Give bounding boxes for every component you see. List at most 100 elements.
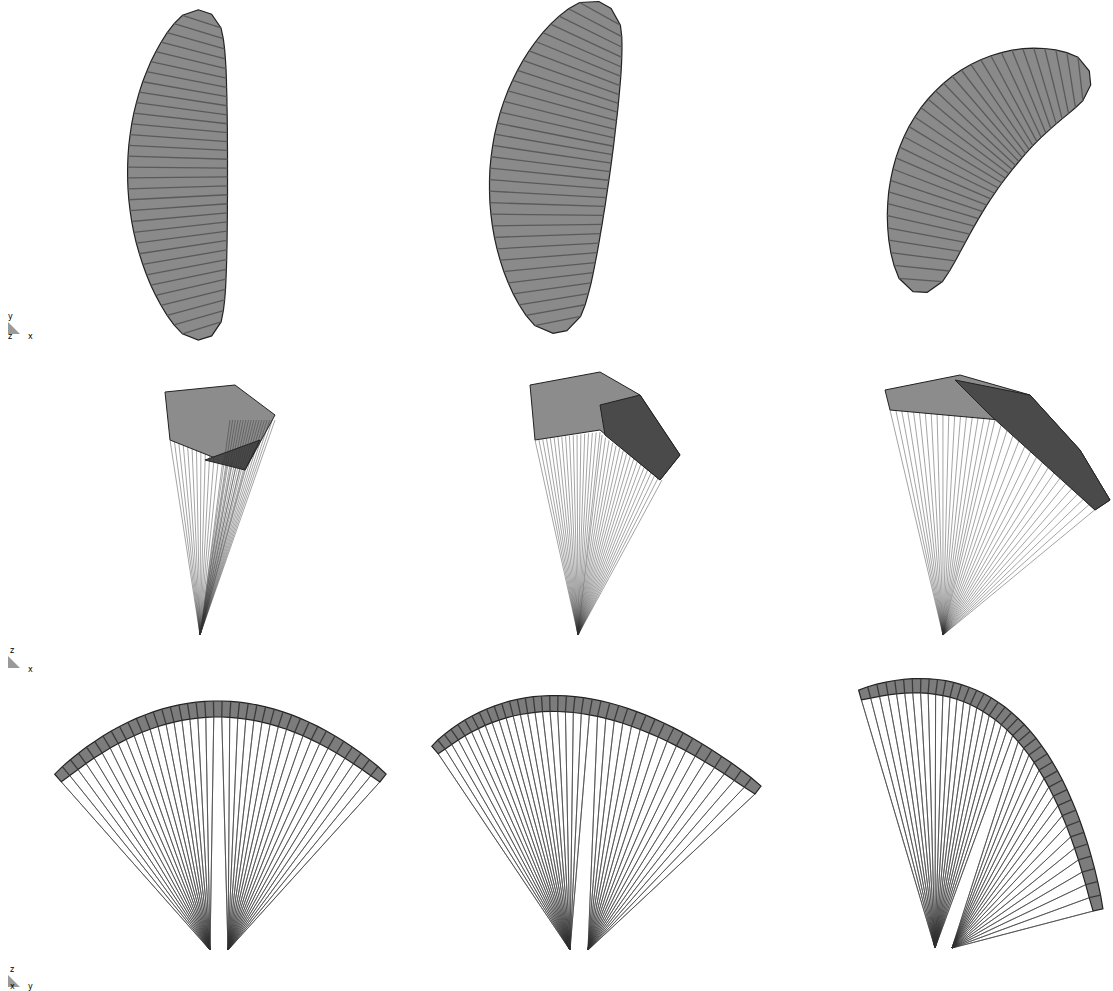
cell-rib — [598, 701, 601, 717]
suspension-line — [228, 729, 286, 950]
suspension-line — [452, 744, 570, 950]
cell-rib — [569, 9, 622, 37]
suspension-line — [943, 487, 1073, 635]
cell-rib — [128, 177, 228, 178]
suspension-line — [200, 420, 275, 635]
suspension-line — [445, 749, 570, 950]
cell-rib — [890, 180, 982, 211]
suspension-line — [569, 436, 578, 635]
suspension-line — [952, 787, 1049, 948]
suspension-line — [578, 438, 606, 635]
suspension-line — [200, 420, 264, 635]
suspension-line — [952, 748, 1024, 948]
cell-rib — [889, 240, 961, 251]
suspension-line — [554, 438, 578, 635]
cell-rib — [1024, 738, 1036, 748]
cell-rib — [103, 736, 110, 748]
suspension-line — [952, 748, 1024, 948]
suspension-line — [142, 732, 210, 950]
suspension-line — [578, 451, 623, 635]
suspension-line — [70, 776, 210, 950]
suspension-line — [588, 746, 676, 950]
cell-rib — [161, 289, 225, 305]
suspension-line — [228, 736, 303, 950]
cell-rib — [891, 253, 955, 261]
suspension-line — [902, 411, 943, 635]
suspension-line — [952, 755, 1029, 948]
suspension-line — [943, 503, 1091, 635]
suspension-line — [452, 744, 570, 950]
cell-rib — [494, 234, 600, 238]
cell-rib — [1089, 895, 1100, 898]
cell-rib — [513, 283, 591, 294]
cell-rib — [134, 222, 227, 232]
cell-rib — [345, 747, 352, 758]
suspension-line — [588, 737, 658, 950]
cell-rib — [145, 715, 150, 729]
suspension-line — [206, 717, 210, 950]
suspension-line — [134, 736, 210, 950]
suspension-line — [86, 764, 210, 950]
cell-rib — [438, 740, 445, 749]
cell-rib — [497, 123, 613, 146]
cell-rib — [111, 731, 118, 744]
suspension-line — [542, 712, 570, 950]
cell-rib — [1007, 718, 1018, 730]
suspension-line — [182, 720, 210, 950]
cell-rib — [1029, 746, 1042, 755]
suspension-line — [535, 712, 570, 950]
suspension-line — [943, 508, 1097, 635]
suspension-line — [228, 758, 345, 950]
suspension-line — [492, 723, 570, 950]
suspension-line — [570, 715, 589, 950]
suspension-line — [952, 898, 1089, 948]
cell-rib — [78, 753, 86, 763]
suspension-line — [943, 498, 1085, 635]
suspension-line — [588, 780, 734, 950]
cell-rib — [1078, 57, 1083, 100]
suspension-line — [228, 776, 371, 950]
suspension-line — [588, 762, 705, 950]
suspension-line — [472, 732, 570, 950]
suspension-line — [200, 420, 259, 635]
cell-rib — [565, 696, 566, 712]
cell-rib — [70, 760, 78, 770]
suspension-line — [458, 740, 570, 950]
suspension-line — [952, 848, 1075, 948]
cell-rib — [549, 696, 551, 712]
suspension-line — [458, 740, 570, 950]
cell-rib — [153, 712, 158, 727]
suspension-line — [166, 724, 210, 950]
suspension-line — [86, 764, 210, 950]
cell-rib — [580, 2, 621, 25]
suspension-line — [188, 447, 200, 635]
cell-rib — [492, 224, 602, 225]
suspension-line — [228, 729, 286, 950]
cell-rib — [724, 763, 731, 774]
suspension-line — [499, 720, 570, 950]
cell-rib — [246, 703, 248, 719]
cell-rib — [1078, 856, 1091, 860]
suspension-line — [578, 467, 644, 635]
suspension-line — [200, 420, 254, 635]
suspension-line — [228, 753, 336, 950]
suspension-line — [198, 718, 210, 950]
suspension-line — [952, 762, 1034, 948]
suspension-line — [228, 782, 380, 950]
suspension-line — [952, 826, 1067, 948]
suspension-line — [952, 872, 1082, 948]
suspension-line — [70, 776, 210, 950]
cell-rib — [493, 145, 612, 163]
suspension-line — [499, 720, 570, 950]
suspension-line — [952, 911, 1093, 948]
suspension-line — [921, 693, 935, 948]
cell-rib — [1071, 832, 1084, 837]
suspension-line — [228, 720, 254, 950]
cell-rib — [295, 718, 301, 732]
suspension-line — [222, 717, 228, 950]
cell-rib — [950, 682, 954, 697]
cell-rib — [1034, 754, 1047, 763]
cell-rib — [957, 685, 962, 700]
cell-rib — [705, 750, 712, 762]
